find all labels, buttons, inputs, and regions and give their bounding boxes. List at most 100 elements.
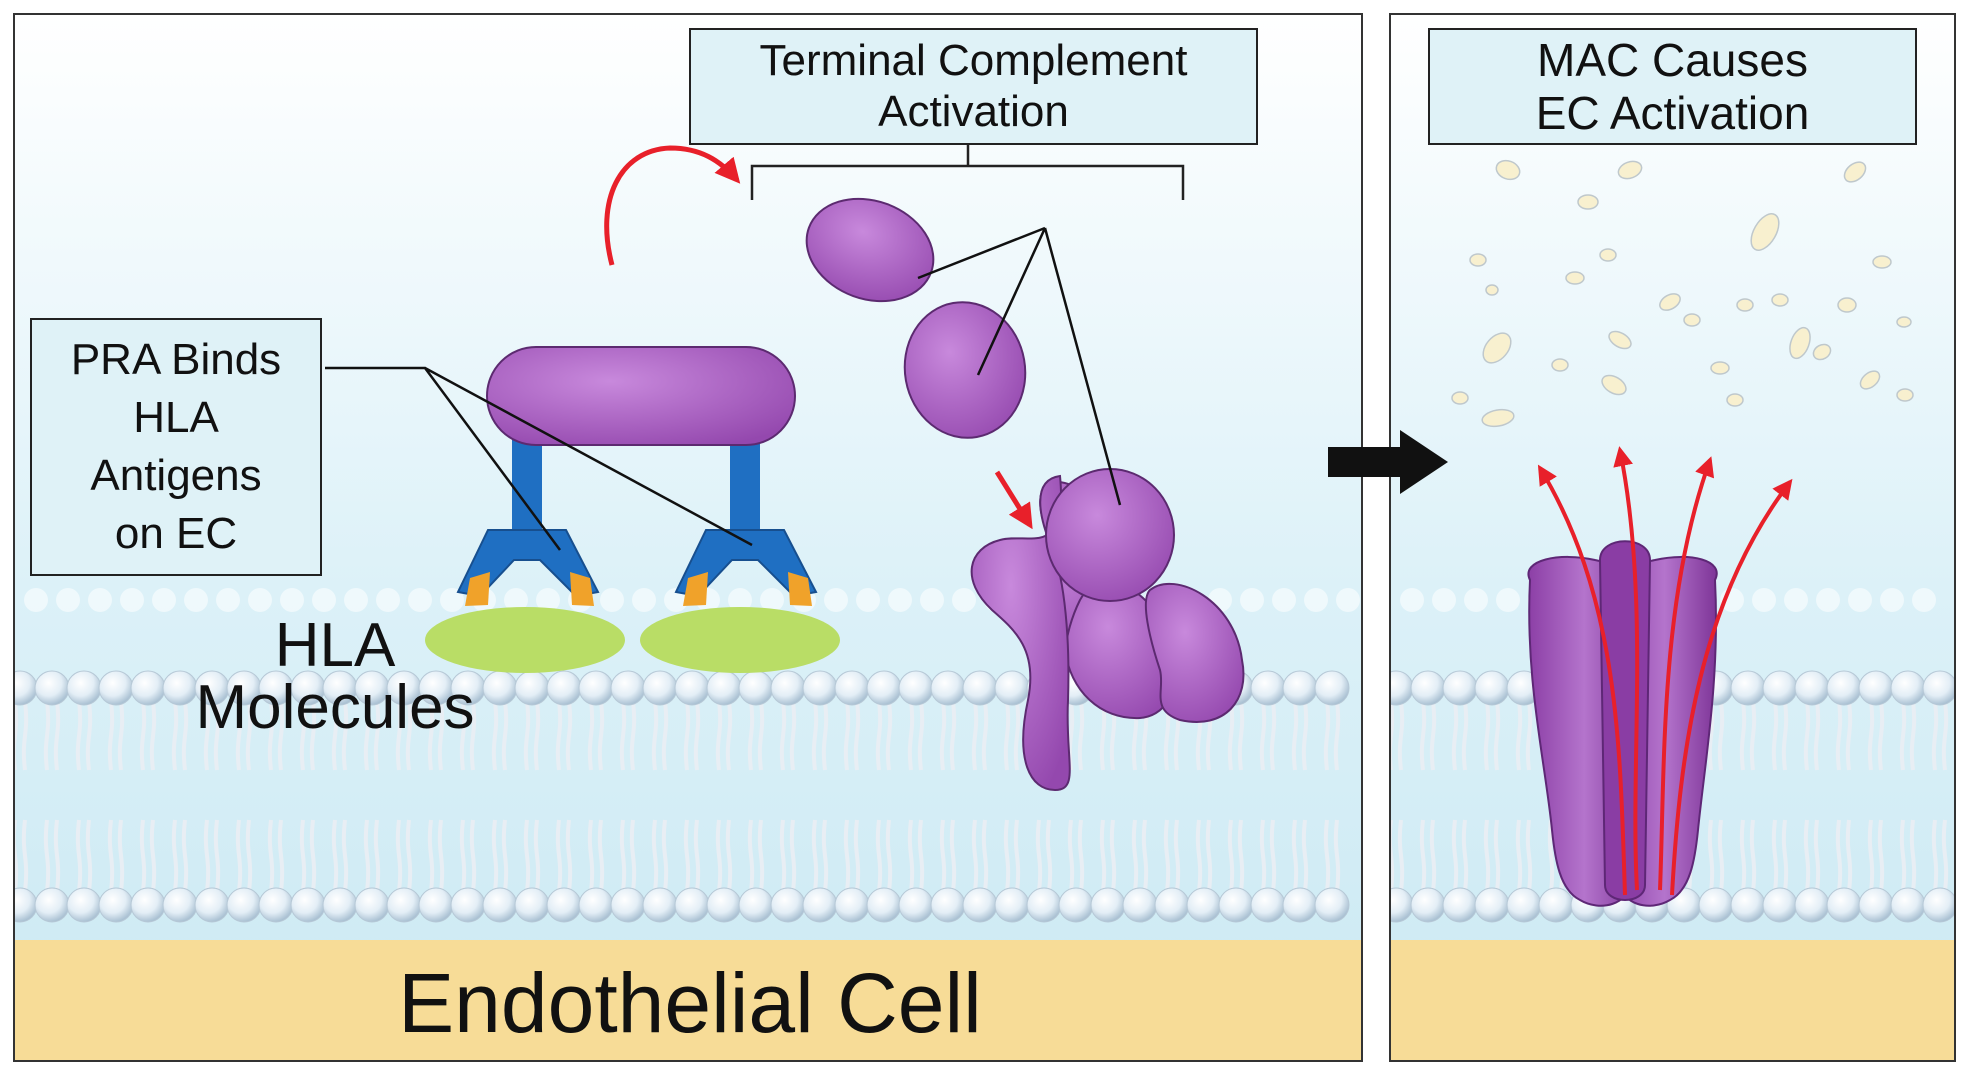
lipid-tail bbox=[213, 819, 221, 892]
antibody bbox=[456, 346, 818, 606]
lipid-tail bbox=[1259, 701, 1267, 771]
lipid-tail bbox=[1909, 701, 1917, 771]
lipid-head bbox=[738, 887, 774, 923]
lipid-head-faint bbox=[1496, 588, 1520, 612]
lipid-head bbox=[1390, 670, 1414, 706]
lipid-tail bbox=[309, 701, 317, 771]
lipid-tail bbox=[459, 819, 467, 892]
lipid-tail bbox=[1867, 819, 1875, 892]
lipid-head bbox=[418, 887, 454, 923]
efflux-arrow bbox=[1537, 464, 1627, 896]
lipid-tail bbox=[661, 701, 669, 771]
vesicle bbox=[1599, 248, 1617, 262]
lipid-head bbox=[1442, 670, 1478, 706]
mac-causes-label-box: MAC Causes EC Activation bbox=[1428, 28, 1917, 145]
lipid-tail bbox=[949, 701, 957, 771]
lipid-tail bbox=[1205, 819, 1213, 892]
lipid-head-faint bbox=[1816, 588, 1840, 612]
lipid-tail bbox=[555, 701, 563, 771]
lipid-tail bbox=[1237, 701, 1245, 771]
pra-binds-line-1: PRA Binds bbox=[70, 334, 282, 384]
lipid-head-faint bbox=[248, 588, 272, 612]
lipid-head-faint bbox=[824, 588, 848, 612]
lipid-tail bbox=[245, 701, 253, 771]
lipid-head bbox=[770, 887, 806, 923]
cytoplasm-band bbox=[14, 940, 1362, 1061]
vesicle bbox=[1482, 332, 1512, 364]
pra-binds-line-2: HLA bbox=[133, 392, 219, 442]
pra-binds-label-box: PRA Binds HLA Antigens on EC bbox=[30, 318, 322, 576]
lipid-tail bbox=[811, 701, 819, 771]
lipid-tail bbox=[21, 701, 29, 771]
mac-subunit-top bbox=[1045, 468, 1175, 602]
lipid-tail bbox=[363, 701, 371, 771]
activation-arrow-curved bbox=[604, 145, 741, 266]
lipid-tail bbox=[1237, 819, 1245, 892]
lipid-tail bbox=[1835, 701, 1843, 771]
lipid-head-faint bbox=[24, 588, 48, 612]
lipid-tail bbox=[523, 819, 531, 892]
lipid-tail bbox=[565, 701, 573, 771]
complement-c1-complex bbox=[486, 346, 796, 446]
lipid-tail bbox=[1781, 819, 1789, 892]
lipid-tail bbox=[725, 819, 733, 892]
lipid-head-faint bbox=[888, 588, 912, 612]
lipid-tail bbox=[757, 819, 765, 892]
lipid-tail bbox=[907, 701, 915, 771]
lipid-tail bbox=[501, 701, 509, 771]
lipid-head bbox=[898, 670, 934, 706]
lipid-tail bbox=[1259, 819, 1267, 892]
lipid-head-faint bbox=[1880, 588, 1904, 612]
hla-molecules-line-1: HLA bbox=[274, 611, 396, 680]
lipid-tail bbox=[907, 819, 915, 892]
lipid-tail bbox=[139, 819, 147, 892]
lipid-tail bbox=[107, 701, 115, 771]
lipid-tail bbox=[437, 819, 445, 892]
lipid-tail bbox=[1493, 701, 1501, 771]
efflux-arrow bbox=[1658, 456, 1715, 891]
lipid-head bbox=[66, 887, 102, 923]
lipid-tail bbox=[1771, 819, 1779, 892]
lipid-tail bbox=[757, 701, 765, 771]
lipid-tail bbox=[181, 701, 189, 771]
lipid-head-faint bbox=[504, 588, 528, 612]
lipid-tail bbox=[117, 819, 125, 892]
lipid-tail bbox=[1291, 819, 1299, 892]
vesicle bbox=[1577, 194, 1599, 210]
lipid-tail bbox=[395, 819, 403, 892]
lipid-tail bbox=[1835, 819, 1843, 892]
lipid-tail bbox=[1525, 701, 1533, 771]
lipid-tail bbox=[1525, 819, 1533, 892]
lipid-head-faint bbox=[1240, 588, 1264, 612]
lipid-tail bbox=[1397, 819, 1405, 892]
lipid-tail bbox=[1333, 819, 1341, 892]
terminal-complement-leaders bbox=[917, 226, 1122, 506]
lipid-tail bbox=[267, 701, 275, 771]
lipid-tail bbox=[1749, 701, 1757, 771]
terminal-complement-label-box: Terminal Complement Activation bbox=[689, 28, 1258, 145]
pra-binds-line-4: on EC bbox=[114, 509, 238, 559]
lipid-tail bbox=[619, 819, 627, 892]
lipid-tail bbox=[1269, 819, 1277, 892]
vesicle bbox=[1726, 393, 1744, 407]
lipid-tail bbox=[1717, 701, 1725, 771]
lipid-tail bbox=[1941, 819, 1949, 892]
vesicle bbox=[1495, 159, 1521, 181]
lipid-tail bbox=[53, 819, 61, 892]
vesicle bbox=[1771, 293, 1789, 307]
lipid-tail bbox=[1003, 819, 1011, 892]
lipid-tail bbox=[843, 819, 851, 892]
lipid-head bbox=[1314, 670, 1350, 706]
lipid-head bbox=[994, 887, 1030, 923]
lipid-tail bbox=[683, 701, 691, 771]
lipid-tail bbox=[1931, 701, 1939, 771]
lipid-head bbox=[674, 887, 710, 923]
lipid-head bbox=[802, 887, 838, 923]
transition-arrow bbox=[1328, 430, 1448, 494]
lipid-tail bbox=[875, 819, 883, 892]
lipid-tail bbox=[1109, 819, 1117, 892]
lipid-tail bbox=[565, 819, 573, 892]
lipid-tail bbox=[427, 701, 435, 771]
lipid-head-faint bbox=[536, 588, 560, 612]
